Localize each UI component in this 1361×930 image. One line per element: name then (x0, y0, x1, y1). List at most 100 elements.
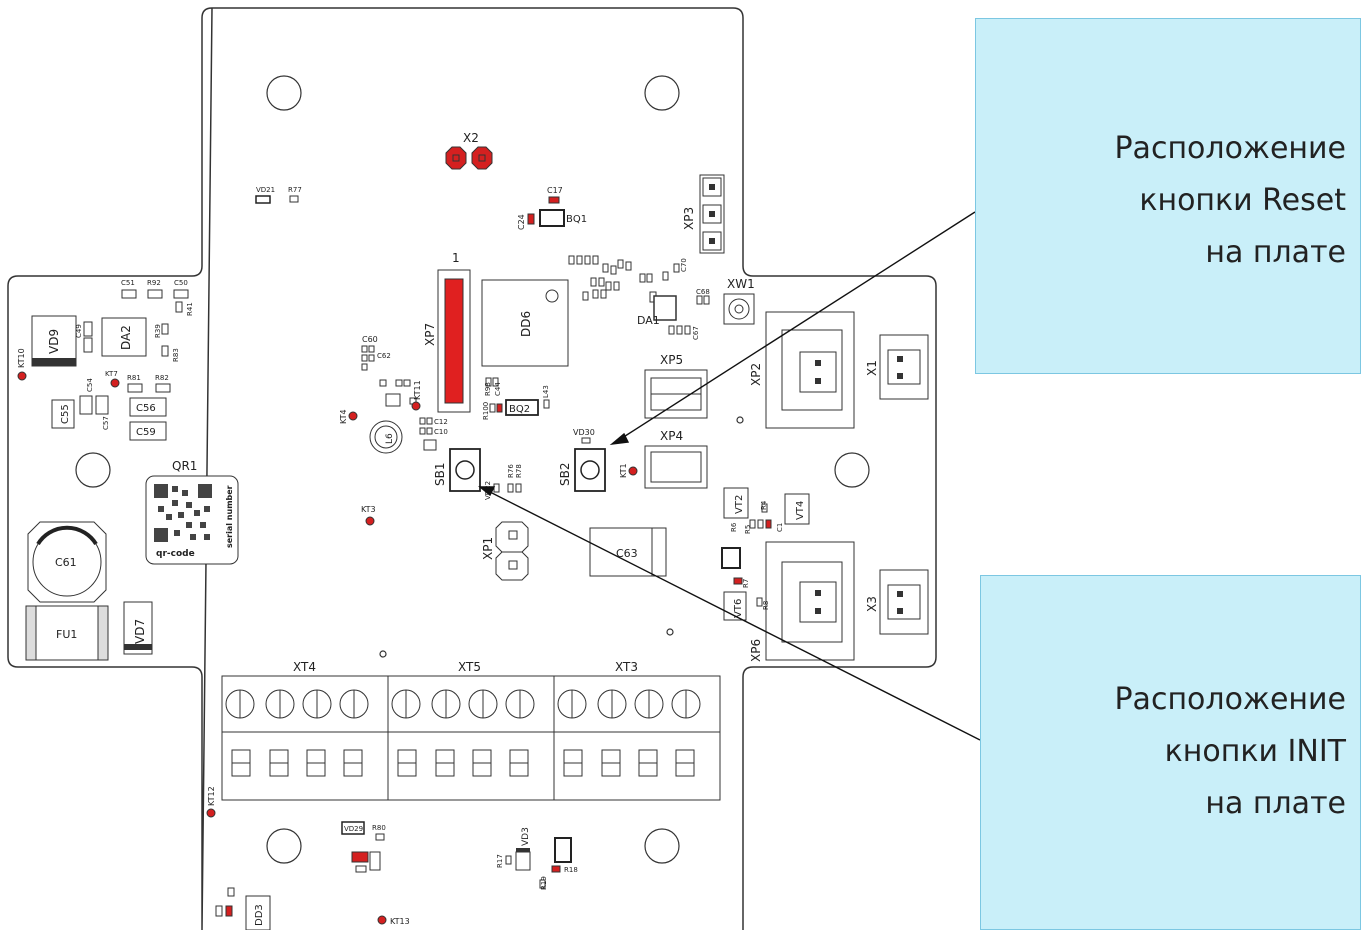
qr1-label-area: QR1 qr-code serial number (145, 459, 239, 565)
r83-label: R83 (172, 348, 180, 362)
c1-label: C1 (776, 523, 784, 532)
vt6-label: VT6 (733, 599, 744, 618)
r5-label: R5 (744, 525, 752, 534)
xp4-connector: XP4 (644, 429, 708, 489)
r8-label: R8 (762, 601, 770, 610)
l6-label: L6 (385, 433, 395, 444)
r41-label: R41 (186, 302, 194, 316)
kt3-testpoint (365, 516, 375, 526)
dd6-label: DD6 (519, 311, 533, 337)
r19-label: R19 (540, 876, 548, 890)
c61-label: C61 (55, 556, 77, 569)
kt12-label: KT12 (207, 786, 216, 806)
kt4-testpoint (348, 411, 358, 421)
r92-label: R92 (147, 279, 161, 287)
reset-callout-line1: Расположение (1114, 131, 1346, 166)
kt1-label: KT1 (619, 463, 628, 478)
xp4-label: XP4 (660, 429, 683, 443)
xt5-label: XT5 (458, 660, 481, 674)
xw1-connector: XW1 (723, 277, 755, 325)
fu1-fuse: FU1 (25, 605, 109, 661)
da1-label: DA1 (637, 314, 660, 327)
bq1-area: C17 BQ1 C24 (517, 186, 587, 230)
vd7-label: VD7 (133, 619, 147, 644)
r6-label: R6 (730, 522, 738, 532)
r80-label: R80 (372, 824, 386, 832)
r7-label: R7 (742, 579, 750, 588)
x3-connector: X3 (865, 569, 929, 635)
sb1-init-button: SB1 VD22 R76 R78 (433, 448, 523, 500)
kt4-label: KT4 (339, 409, 348, 424)
c63-capacitor: C63 (589, 527, 667, 577)
c49-label: C49 (75, 324, 83, 338)
dd3-area: DD3 (215, 887, 271, 930)
da2-label: DA2 (119, 325, 133, 350)
x2-connector: X2 (445, 131, 493, 170)
mounting-holes (75, 75, 870, 864)
vt2-label: VT2 (734, 495, 745, 514)
r17-label: R17 (496, 854, 504, 868)
l43-label: L43 (542, 385, 550, 398)
bq2-area: BQ2 R98 C44 L43 R100 (482, 377, 550, 420)
xp1-label: XP1 (481, 537, 495, 560)
xp3-label: XP3 (682, 207, 696, 230)
kt13-label: KT13 (390, 917, 410, 926)
r98-label: R98 (484, 382, 492, 396)
xp1-header: XP1 (481, 521, 529, 581)
sb1-label: SB1 (433, 463, 447, 486)
xp2-connector: XP2 (749, 311, 855, 429)
r82-label: R82 (155, 374, 169, 382)
r78-label: R78 (515, 464, 523, 478)
xw1-label: XW1 (727, 277, 755, 291)
c57-label: C57 (102, 416, 110, 430)
vd3-label: VD3 (521, 827, 531, 846)
kt7-testpoint (110, 378, 120, 388)
init-button-callout: Расположение кнопки INIT на плате (980, 575, 1361, 930)
x1-label: X1 (865, 360, 879, 376)
kt11-testpoint (411, 401, 421, 411)
bq2-label: BQ2 (509, 404, 530, 415)
c55-capacitor: C55 (51, 399, 75, 429)
l6-inductor: L6 C12 C10 (369, 417, 448, 454)
c62-label: C62 (377, 352, 391, 360)
c56-label: C56 (136, 403, 156, 414)
c60-label: C60 (362, 335, 378, 344)
da2-chip: DA2 C51 R92 C50 R41 R39 R83 (101, 279, 194, 362)
xp3-header: XP3 (682, 174, 725, 254)
xp6-label: XP6 (749, 639, 763, 662)
xp2-label: XP2 (749, 363, 763, 386)
r81-label: R81 (127, 374, 141, 382)
x3-label: X3 (865, 596, 879, 612)
c59-label: C59 (136, 427, 156, 438)
kt12-testpoint (206, 808, 216, 818)
terminal-blocks: XT4 XT5 XT3 (221, 660, 721, 801)
vd30-label: VD30 (573, 428, 595, 437)
serial-number-text: serial number (225, 485, 234, 548)
passives-cluster (568, 255, 710, 335)
xt4-label: XT4 (293, 660, 316, 674)
dd3-label: DD3 (254, 904, 265, 926)
r18-label: R18 (564, 866, 578, 874)
left-passives (79, 383, 171, 415)
c54-label: C54 (86, 378, 94, 392)
reset-button-callout: Расположение кнопки Reset на плате (975, 18, 1361, 374)
kt11-label: KT11 (413, 380, 422, 400)
xp7-pin-label: 1 (452, 251, 460, 265)
xp7-connector: 1 XP7 (423, 251, 471, 413)
xp5-connector: XP5 (644, 353, 708, 419)
c59-capacitor: C59 (129, 421, 167, 441)
kt13-testpoint (377, 915, 387, 925)
vd3-area: VD3 R17 R18 R19 (496, 827, 578, 890)
c55-label: C55 (60, 404, 71, 424)
c51-label: C51 (121, 279, 135, 287)
init-callout-line1: Расположение (1114, 682, 1346, 717)
r4-label: R4 (760, 500, 768, 510)
c44-label: C44 (494, 382, 502, 396)
c61-capacitor: C61 (27, 521, 107, 603)
c24-label: C24 (517, 214, 526, 230)
kt10-testpoint (17, 371, 27, 381)
vd9-diode: VD9 C49 (31, 315, 93, 367)
vd7-diode: VD7 (123, 601, 153, 655)
x2-label: X2 (463, 131, 479, 145)
